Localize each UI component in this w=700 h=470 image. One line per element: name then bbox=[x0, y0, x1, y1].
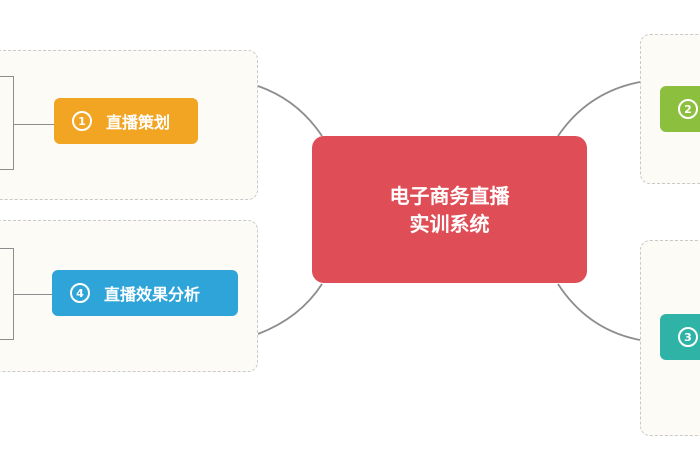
subtopic-connector-1 bbox=[14, 124, 54, 125]
topic-node-2[interactable]: 2 bbox=[660, 86, 700, 132]
central-topic-line-1: 电子商务直播 bbox=[389, 183, 510, 208]
number-badge: 4 bbox=[70, 283, 90, 303]
number-badge: 2 bbox=[678, 99, 698, 119]
subtopic-bracket-4 bbox=[0, 248, 14, 340]
number-badge: 1 bbox=[72, 111, 92, 131]
subtopic-bracket-1 bbox=[0, 76, 14, 170]
subtopic-connector-4 bbox=[14, 294, 54, 295]
connector-center-to-topic-2 bbox=[557, 81, 641, 137]
connector-center-to-topic-1 bbox=[257, 85, 323, 137]
topic-label: 直播效果分析 bbox=[104, 285, 201, 304]
number-badge: 3 bbox=[678, 327, 698, 347]
connector-center-to-topic-3 bbox=[557, 283, 641, 341]
central-topic-node[interactable]: 电子商务直播 实训系统 bbox=[312, 136, 587, 283]
topic-node-live-effect-analysis[interactable]: 4 直播效果分析 bbox=[52, 270, 238, 316]
topic-label: 直播策划 bbox=[106, 113, 171, 132]
topic-node-3[interactable]: 3 bbox=[660, 314, 700, 360]
topic-node-live-planning[interactable]: 1 直播策划 bbox=[54, 98, 198, 144]
connector-center-to-topic-4 bbox=[257, 283, 323, 335]
central-topic-line-2: 实训系统 bbox=[409, 211, 490, 236]
